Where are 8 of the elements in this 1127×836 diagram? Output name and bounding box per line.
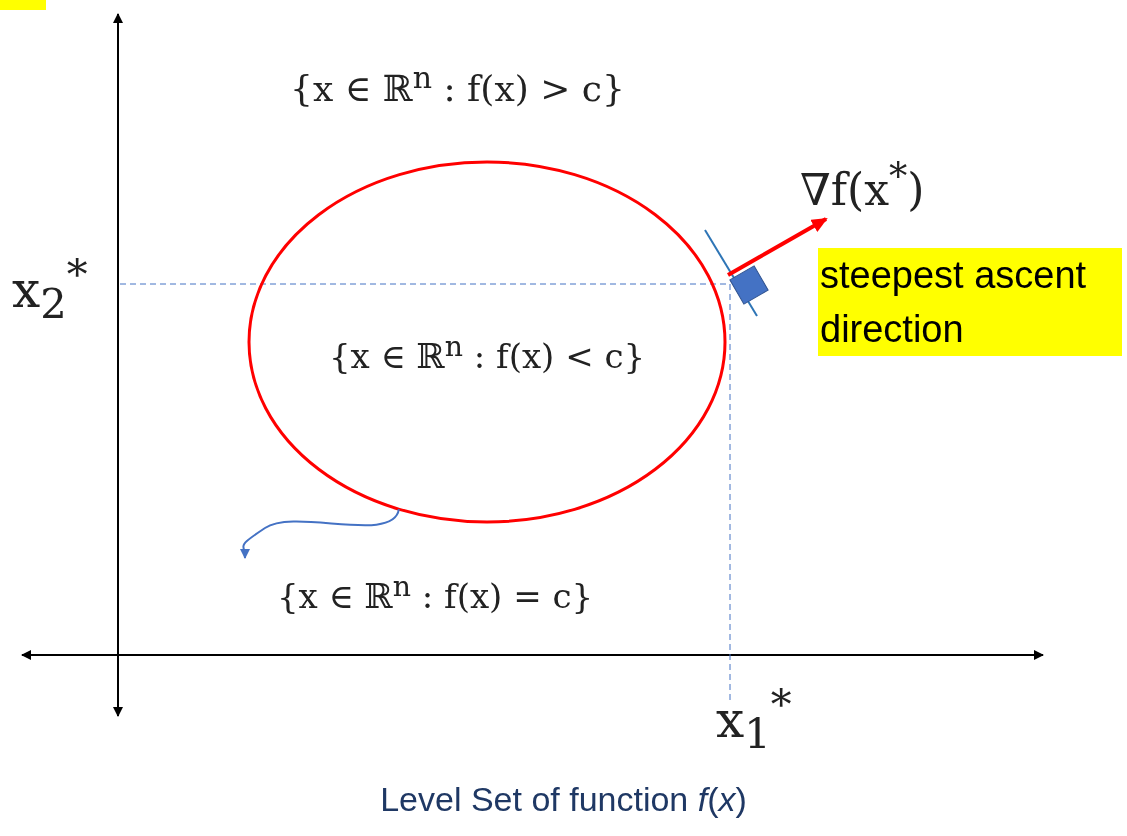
set-notation: {x ∈ ℝ$^{n}$ : f(x) = c} (275, 570, 595, 617)
caption: Level Set of function f(x) (379, 780, 748, 819)
leader-line (239, 508, 400, 559)
highlighted-note: steepest ascent direction (818, 248, 1122, 356)
set-notation: {x ∈ ℝ$^{n}$ : f(x) > c} (290, 60, 625, 109)
level-set-ellipse (247, 160, 727, 524)
gradient-label: ∇f(x$^{*}$) (800, 155, 925, 215)
set-notation: {x ∈ ℝ$^{n}$ : f(x) < c} (327, 330, 647, 377)
